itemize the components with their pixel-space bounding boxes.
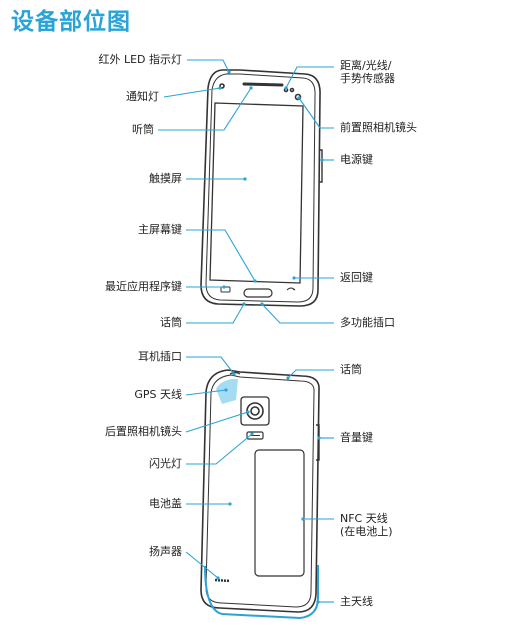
label-proximity-sensor-2: 手势传感器 [340, 72, 395, 85]
label-rear-camera: 后置照相机镜头 [105, 425, 182, 438]
label-front-microphone: 话筒 [160, 316, 182, 329]
label-nfc-antenna-2: (在电池上) [340, 525, 393, 538]
label-main-antenna: 主天线 [340, 595, 373, 608]
label-volume-key: 音量键 [340, 431, 373, 444]
page-title: 设备部位图 [11, 9, 131, 35]
nfc-panel [254, 449, 305, 577]
label-proximity-sensor-1: 距离/光线/ [340, 59, 392, 72]
back-leader-lines [185, 356, 334, 603]
label-power-key: 电源键 [340, 153, 373, 166]
speaker-grille [214, 578, 231, 583]
back-phone [200, 369, 320, 613]
flash-unit [246, 431, 264, 440]
volume-key-side [316, 424, 320, 461]
label-flash: 闪光灯 [149, 457, 182, 470]
label-notification-led: 通知灯 [126, 90, 159, 103]
gps-antenna-area [216, 379, 238, 404]
label-touchscreen: 触摸屏 [149, 172, 182, 185]
front-screen [209, 102, 304, 284]
label-back-cover: 电池盖 [149, 497, 182, 510]
main-antenna-area [204, 565, 319, 620]
front-leader-lines [158, 59, 334, 324]
front-phone [200, 69, 323, 307]
label-back-microphone: 话筒 [340, 363, 362, 376]
label-speaker: 扬声器 [149, 545, 182, 558]
label-back-key: 返回键 [340, 271, 373, 284]
label-headset-jack: 耳机插口 [138, 350, 182, 363]
home-button [243, 288, 273, 298]
label-nfc-antenna-1: NFC 天线 [340, 512, 388, 525]
label-home-key: 主屏幕键 [138, 223, 182, 236]
rear-camera-lens [246, 402, 264, 420]
label-gps-antenna: GPS 天线 [134, 388, 182, 401]
earpiece-slot [242, 82, 284, 87]
camera-housing [240, 396, 270, 426]
front-camera-lens [294, 93, 302, 101]
leader-dots [216, 70, 324, 604]
notification-led-dot [219, 83, 225, 89]
label-earpiece: 听筒 [132, 123, 154, 136]
power-key-side [319, 149, 323, 183]
label-ir-led: 红外 LED 指示灯 [98, 53, 182, 66]
label-multipurpose-jack: 多功能插口 [340, 316, 395, 329]
label-recent-apps-key: 最近应用程序键 [105, 280, 182, 293]
headset-jack-hole [229, 371, 241, 375]
label-front-camera: 前置照相机镜头 [340, 121, 417, 134]
